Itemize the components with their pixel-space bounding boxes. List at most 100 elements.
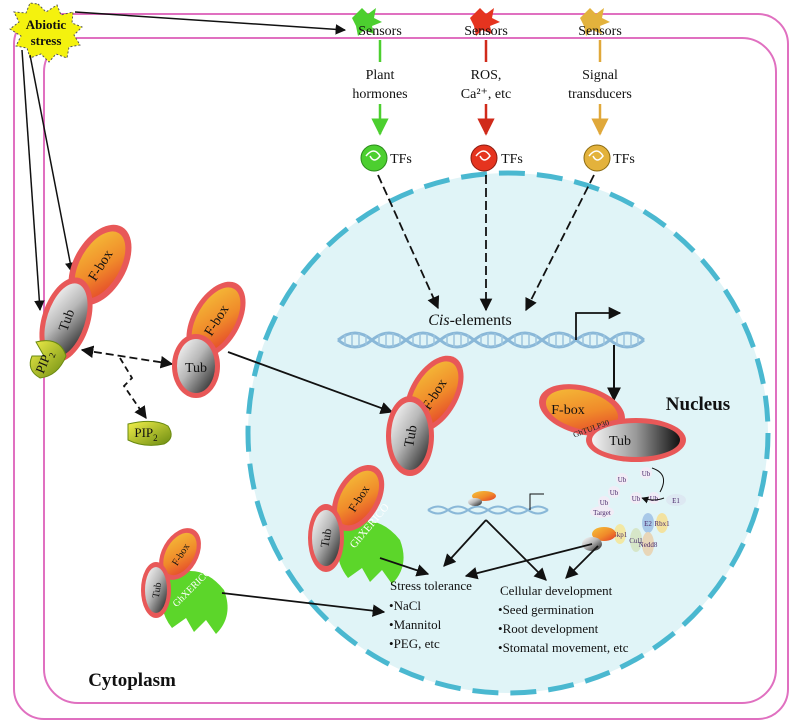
- dna-strand-1: [337, 331, 645, 349]
- stress-tolerance-block: Stress tolerance •NaCl •Mannitol •PEG, e…: [389, 578, 472, 651]
- ub-flow-curve: [651, 467, 665, 493]
- transcription-start-arrow: [575, 306, 622, 340]
- sensor-red-signal-line1: ROS,: [471, 68, 502, 83]
- fbox-5-body: [336, 470, 380, 526]
- stress-to-pip-arrow: [21, 49, 45, 312]
- cellular-development-item-2: Root development: [503, 621, 599, 636]
- dna-strand-2: [337, 331, 645, 349]
- xerico-complex-nucleus: GhXERICO F-box Tub: [308, 464, 404, 584]
- tf-red-icon: [470, 144, 498, 172]
- sensor-red-signal-line2: Ca²⁺, etc: [461, 87, 511, 102]
- xerico-to-stress-arrow: [379, 557, 430, 577]
- ub-label-1: Ub: [642, 470, 651, 478]
- e2-blob: [642, 513, 654, 533]
- sensor-green-signal-line2: hormones: [352, 87, 407, 102]
- fbox-4-body: [545, 389, 619, 431]
- nedd8-label: Nedd8: [639, 541, 658, 549]
- rbx1-label: Rbx1: [654, 520, 670, 528]
- tf-green-swirl: [365, 150, 381, 161]
- tf-green-to-cis-arrow: [377, 174, 440, 310]
- abiotic-stress-burst: Abiotic stress: [9, 2, 83, 63]
- fbox-tub-protein-nucleus: F-box Tub: [386, 355, 464, 476]
- cellular-development-block: Cellular development •Seed germination •…: [498, 583, 629, 655]
- skp1-blob: [614, 524, 626, 544]
- sensor-green-label: Sensors: [358, 24, 402, 39]
- sensor-yellow-signal-line2: transducers: [568, 87, 632, 102]
- sensor-red-label: Sensors: [464, 24, 508, 39]
- stress-tolerance-bullet-3: •PEG, etc: [389, 636, 440, 651]
- target-blob: [590, 506, 614, 518]
- sensor-yellow: Sensors Signal transducers TFs: [568, 8, 635, 172]
- ub-label-5: Ub: [650, 495, 659, 503]
- tf-yellow-to-cis-arrow: [525, 174, 595, 312]
- ub-label-4: Ub: [600, 499, 609, 507]
- tf-green-icon: [360, 144, 388, 172]
- nucleus-label: Nucleus: [666, 394, 730, 415]
- dna-helix: [337, 331, 645, 349]
- pip2-membrane: PIP2: [29, 340, 67, 379]
- dna-to-stress-arrow: [443, 519, 487, 567]
- tf-yellow-label: TFs: [613, 152, 635, 167]
- fbox-tub-protein-membrane: F-box Tub: [39, 224, 132, 363]
- tf-green-label: TFs: [390, 152, 412, 167]
- sensor-green: Sensors Plant hormones TFs: [352, 8, 412, 172]
- tub-5-body: [312, 510, 340, 566]
- fbox-4-label: F-box: [551, 403, 584, 418]
- cellular-development-item-1: Seed germination: [503, 602, 595, 617]
- e1-blob: [666, 494, 686, 506]
- xerico-complex-cytoplasm: GhXERICO F-box Tub: [141, 528, 228, 634]
- e1-label: E1: [672, 497, 680, 505]
- stress-tolerance-item-1: NaCl: [394, 598, 422, 613]
- cis-prefix: Cis: [428, 312, 449, 329]
- cis-elements-label: Cis-elements: [428, 312, 512, 329]
- cellular-development-bullet-3: •Stomatal movement, etc: [498, 640, 629, 655]
- pip2-free: PIP2: [127, 420, 172, 446]
- pip2-free-label: PIP2: [134, 425, 157, 443]
- cell-wall: [13, 13, 789, 720]
- rbx1-blob: [656, 513, 668, 533]
- cytoplasm-label: Cytoplasm: [88, 670, 176, 691]
- e2-label: E2: [644, 520, 652, 528]
- tub-3-body: [391, 402, 429, 470]
- ub-label-3: Ub: [610, 489, 619, 497]
- ub-transfer-curve: [641, 496, 665, 504]
- sensor-green-signal-line1: Plant: [366, 68, 395, 83]
- ub-fbox-blob: [592, 527, 616, 541]
- tf-red-label: TFs: [501, 152, 523, 167]
- sensor-green-icon: [352, 8, 382, 36]
- pip2-free-shape: [127, 420, 172, 446]
- sensor-yellow-icon: [580, 8, 610, 36]
- xerico-1-shape: [337, 521, 404, 584]
- stress-tolerance-item-3: PEG, etc: [394, 636, 440, 651]
- sensor-yellow-label: Sensors: [578, 24, 622, 39]
- tub-2-body: [177, 339, 215, 393]
- cytoplasm-xerico-to-stress-arrow: [221, 592, 386, 617]
- ub-label-6: Ub: [632, 495, 641, 503]
- tub-1-body: [44, 283, 88, 357]
- ub-to-stress-arrow: [464, 543, 593, 580]
- ub-blob-5: [648, 492, 660, 504]
- ub-blob-6: [630, 492, 642, 504]
- fbox-tub-protein-cytoplasm: F-box Tub: [172, 281, 246, 398]
- ub-label-2: Ub: [618, 476, 627, 484]
- cellular-development-bullet-1: •Seed germination: [498, 602, 594, 617]
- stress-tolerance-bullet-1: •NaCl: [389, 598, 421, 613]
- tf-red-swirl: [475, 150, 491, 161]
- pip2-membrane-shape: [29, 340, 67, 379]
- pip2-membrane-main: PIP: [32, 352, 53, 375]
- membrane-cytoplasm-arrow: [80, 345, 174, 369]
- sensor-red: Sensors ROS, Ca²⁺, etc TFs: [461, 8, 523, 172]
- stress-tolerance-title: Stress tolerance: [390, 578, 472, 593]
- skp1-label: Skp1: [613, 531, 628, 539]
- target-label: Target: [593, 509, 611, 517]
- dna-rungs: [344, 333, 639, 347]
- ghtulp30-complex: F-box Tub GhTULP30: [539, 384, 686, 462]
- stress-tolerance-bullet-2: •Mannitol: [389, 617, 442, 632]
- tub-6-label: Tub: [151, 582, 165, 599]
- cytoplasm-to-nucleus-arrow: [227, 351, 394, 415]
- pip-release-arrow: [119, 357, 147, 420]
- sensor-yellow-signal-line1: Signal: [582, 68, 618, 83]
- pip2-free-main: PIP: [134, 425, 153, 440]
- fbox-6-body: [163, 532, 197, 576]
